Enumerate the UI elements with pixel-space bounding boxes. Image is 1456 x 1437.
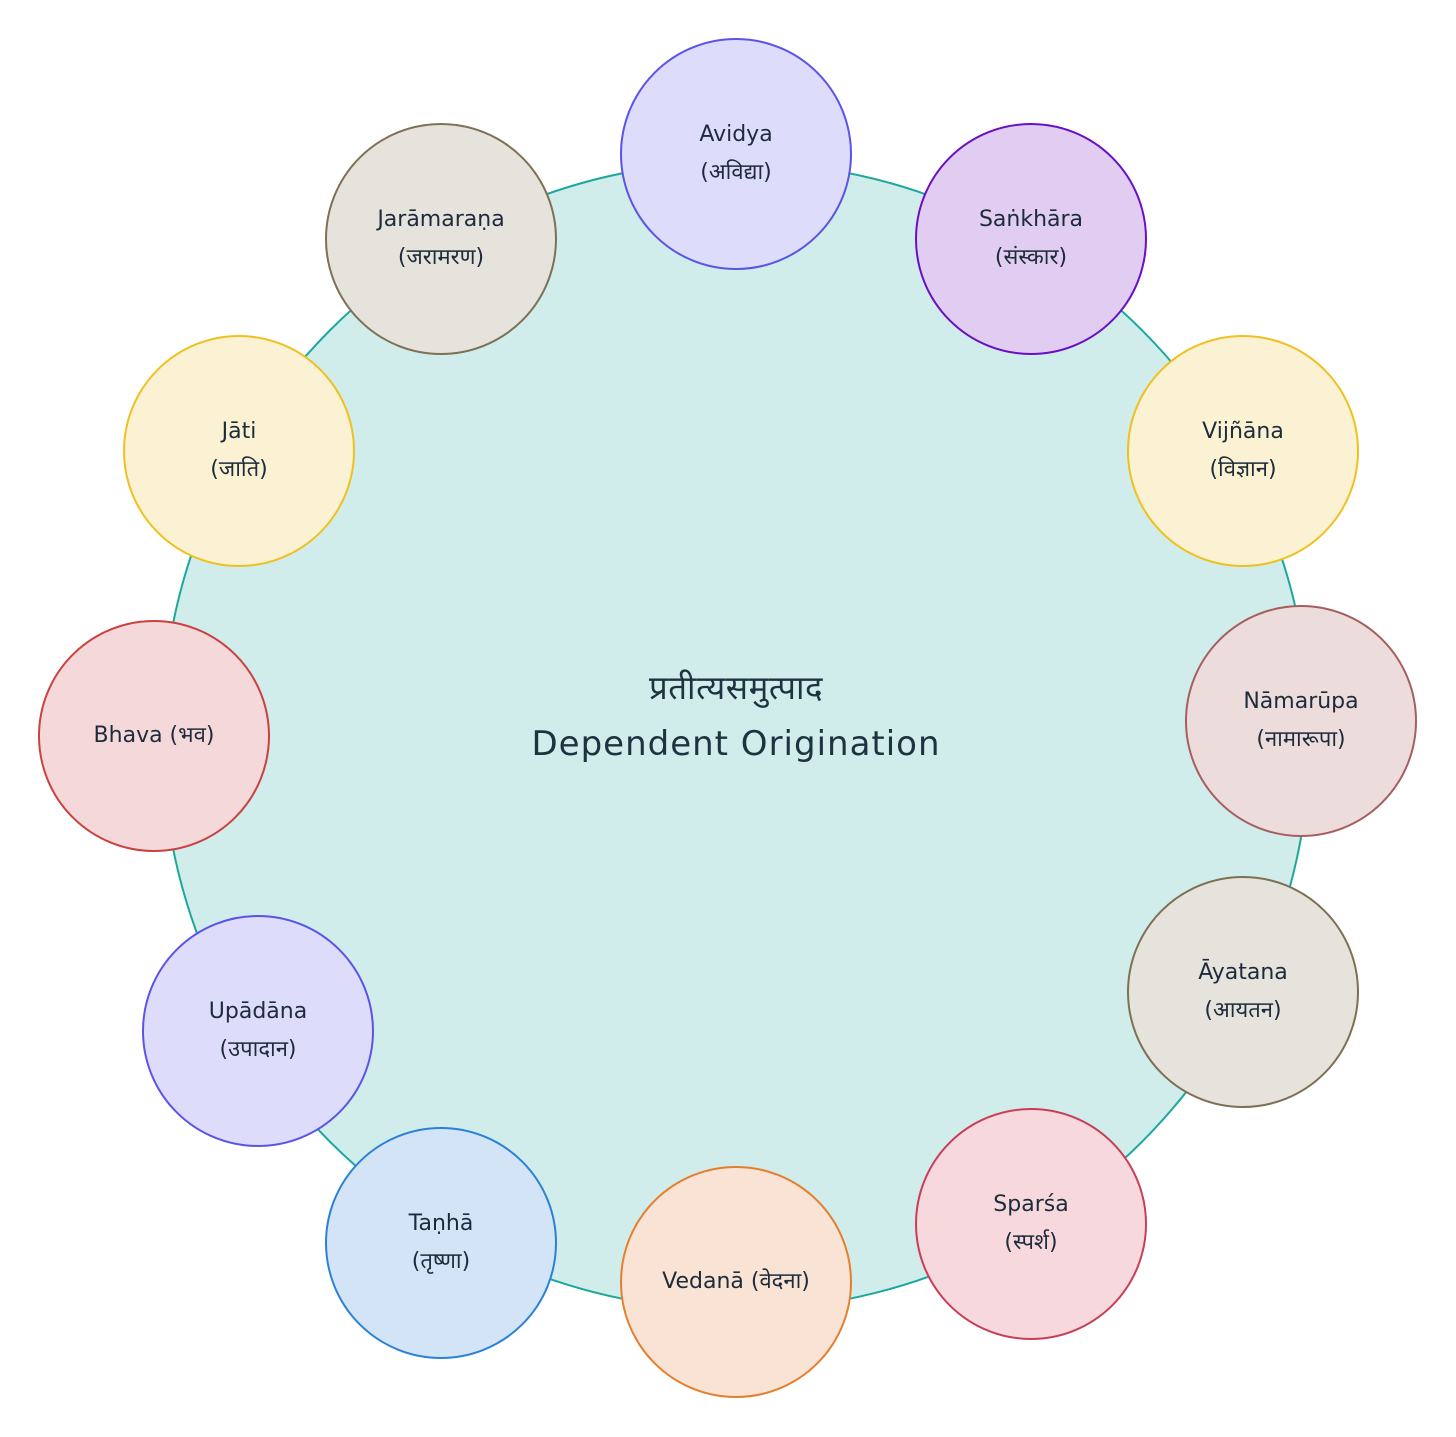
node-jaramarana[interactable]: Jarāmaraṇa (जरामरण) [325,123,557,355]
node-sparsa-label-1: Sparśa [993,1192,1069,1217]
node-avidya-label-2: (अविद्या) [700,160,772,185]
node-upadana[interactable]: Upādāna (उपादान) [142,915,374,1147]
center-title: प्रतीत्यसमुत्पाद [648,668,824,707]
node-upadana-label-1: Upādāna [208,999,308,1024]
node-jaramarana-label-2: (जरामरण) [397,245,485,270]
node-tanha[interactable]: Taṇhā (तृष्णा) [325,1127,557,1359]
node-jati[interactable]: Jāti (जाति) [123,335,355,567]
central-circle [161,161,1311,1311]
node-namarupa[interactable]: Nāmarūpa (नामारूपा) [1185,605,1417,837]
node-vijnana-label-2: (विज्ञान) [1209,457,1277,482]
node-vijnana-label-1: Vijñāna [1202,419,1284,444]
node-ayatana[interactable]: Āyatana (आयतन) [1127,876,1359,1108]
node-jati-label-2: (जाति) [210,457,268,482]
node-avidya-label-1: Avidya [699,122,773,147]
node-vedana-label-1: Vedanā (वेदना) [662,1269,810,1294]
node-vijnana[interactable]: Vijñāna (विज्ञान) [1127,335,1359,567]
node-tanha-label-2: (तृष्णा) [411,1249,471,1274]
node-sankhara[interactable]: Saṅkhāra (संस्कार) [915,123,1147,355]
node-vedana[interactable]: Vedanā (वेदना) [620,1166,852,1398]
node-ayatana-label-1: Āyatana [1198,960,1288,985]
node-sparsa-label-2: (स्पर्श) [1004,1230,1058,1255]
node-ayatana-label-2: (आयतन) [1204,998,1282,1023]
node-bhava[interactable]: Bhava (भव) [38,620,270,852]
node-namarupa-label-1: Nāmarūpa [1243,689,1359,714]
node-sankhara-label-2: (संस्कार) [994,245,1068,270]
center-subtitle: Dependent Origination [531,724,941,764]
node-avidya[interactable]: Avidya (अविद्या) [620,38,852,270]
node-bhava-label-1: Bhava (भव) [93,723,215,748]
node-jaramarana-label-1: Jarāmaraṇa [377,207,505,232]
node-tanha-label-1: Taṇhā [408,1211,474,1236]
node-sankhara-label-1: Saṅkhāra [978,207,1084,232]
node-namarupa-label-2: (नामारूपा) [1256,727,1346,752]
node-jati-label-1: Jāti [221,419,257,444]
node-upadana-label-2: (उपादान) [219,1037,297,1062]
node-sparsa[interactable]: Sparśa (स्पर्श) [915,1108,1147,1340]
